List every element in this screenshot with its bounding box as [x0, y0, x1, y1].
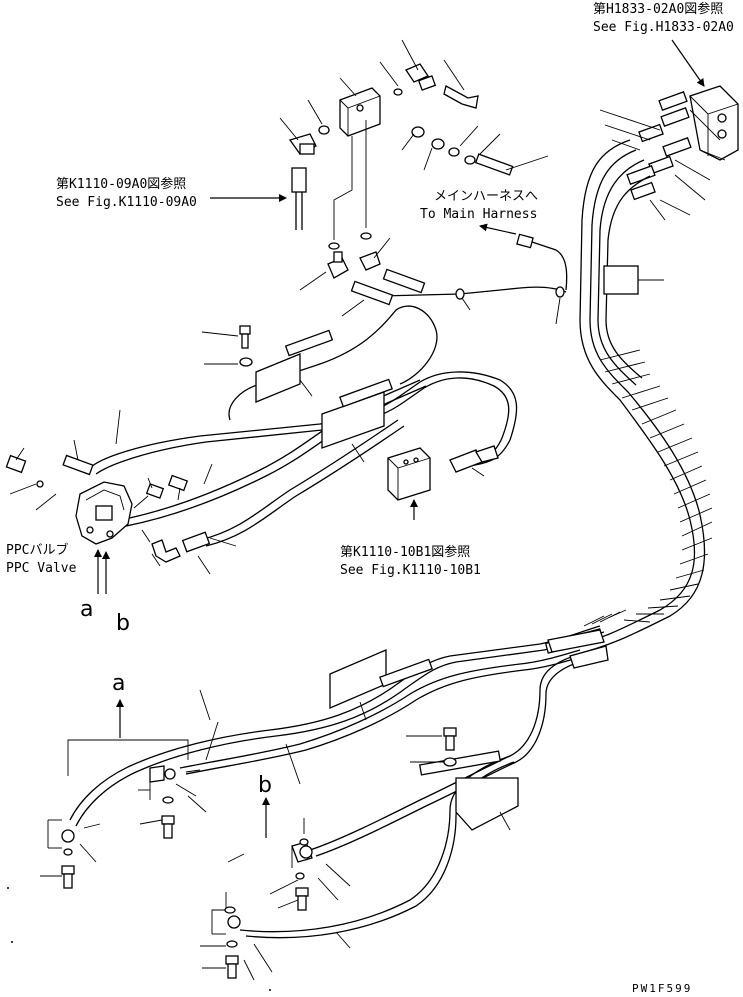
spiral-guard-lower — [547, 609, 627, 669]
guide-lines-top — [328, 120, 372, 250]
connector-block-top-right — [689, 85, 739, 161]
ppc-valve-label-jp: PPCバルブ — [6, 542, 68, 558]
fittings-top-center — [288, 63, 514, 176]
ref-upper-left-en: See Fig.K1110-09A0 — [56, 195, 197, 210]
leaders-top-center — [279, 39, 549, 171]
ref-top-right-arrow — [671, 39, 705, 87]
stray-marks — [7, 887, 271, 991]
drawing-code: PW1F599 — [632, 982, 692, 995]
hose-routes-mid — [89, 305, 518, 547]
view-a-frame — [40, 689, 301, 889]
fittings-ppc-left — [5, 409, 237, 575]
ref-mid-jp: 第K1110-10B1図参照 — [340, 544, 470, 560]
view-mark-b-ppc: b — [116, 611, 130, 636]
ref-top-right-jp: 第H1833-02A0図参照 — [593, 1, 723, 17]
harness-label-en: To Main Harness — [420, 207, 537, 222]
ppc-valve-label-en: PPC Valve — [6, 561, 77, 576]
ref-top-right-en: See Fig.H1833-02A0 — [593, 20, 734, 35]
bolts-mid-left — [201, 325, 253, 367]
harness-arrow — [479, 223, 517, 235]
ppc-valve — [75, 481, 133, 545]
fittings-top-right — [626, 91, 692, 201]
view-mark-a-ppc: a — [80, 597, 93, 622]
bolt-lower-center — [406, 727, 457, 767]
view-mark-b-lower: b — [258, 773, 272, 798]
leaders-top-right — [599, 109, 726, 221]
ref-upper-left-jp: 第K1110-09A0図参照 — [56, 176, 186, 192]
hose-bundle-right — [559, 139, 713, 657]
view-b-frame — [200, 818, 351, 981]
brackets-lower — [329, 628, 604, 831]
valve-block-mid — [387, 445, 499, 501]
view-mark-a-lower: a — [112, 671, 125, 696]
tee-fittings-mid — [299, 237, 426, 317]
harness-connector — [379, 233, 568, 325]
harness-label-jp: メインハーネスへ — [434, 189, 538, 204]
hose-stub-left — [291, 167, 307, 230]
brackets-mid — [255, 329, 393, 463]
ref-mid-en: See Fig.K1110-10B1 — [340, 563, 481, 578]
valve-block-top — [339, 87, 381, 137]
